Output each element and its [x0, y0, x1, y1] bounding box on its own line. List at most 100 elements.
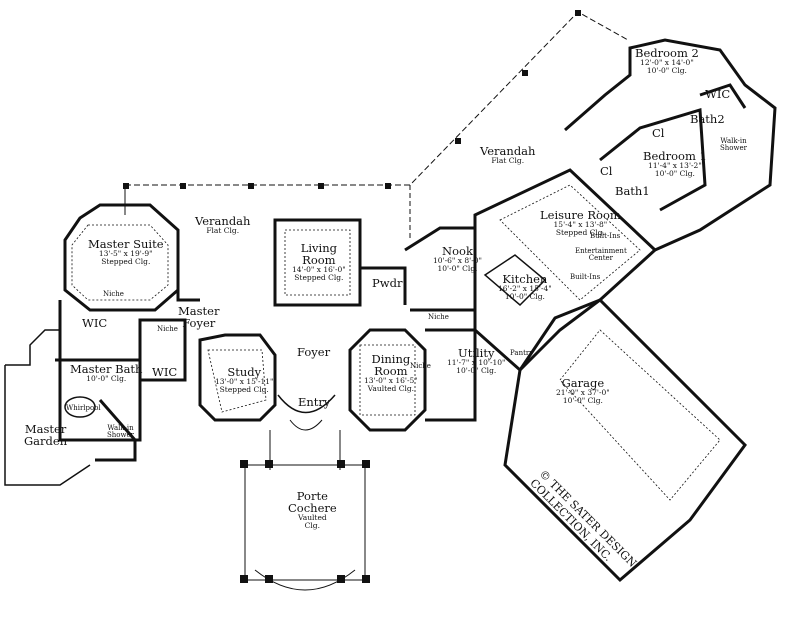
kitchen-walls — [473, 168, 658, 373]
verandah-outline — [125, 11, 629, 186]
master-garden-wall — [4, 329, 91, 486]
room-dims: 13'-0" x 15'-11" — [215, 377, 274, 387]
room-bedroom-2: Bedroom 2 12'-0" x 14'-0" 10'-0" Clg. — [635, 47, 699, 75]
room-dining: Dining Room 13'-0" x 16'-5" Vaulted Clg. — [364, 353, 418, 393]
room-ceiling: Stepped Clg. — [101, 256, 151, 266]
room-name: Garage — [561, 376, 605, 390]
room-name: Entry — [298, 395, 331, 409]
room-living: Living Room 14'-0" x 16'-0" Stepped Clg. — [292, 242, 346, 282]
walkin-shower-master: Walk-in Shower — [107, 424, 134, 440]
room-master-suite: Master Suite 13'-5" x 19'-9" Stepped Clg… — [88, 238, 164, 266]
room-master-bath: Master Bath 10'-0" Clg. — [70, 363, 142, 383]
note-line: Walk-in — [107, 424, 134, 432]
note-line: Entertainment — [575, 247, 627, 255]
room-name-line2: Foyer — [182, 316, 216, 331]
room-entry: Entry — [298, 396, 330, 408]
room-master-foyer: Master Foyer — [178, 305, 219, 329]
room-dims: 12'-0" x 14'-0" — [640, 58, 694, 68]
living-room-walls — [273, 218, 362, 307]
room-dims: 11'-7" x 10'-10" — [447, 358, 506, 368]
room-wic-master-2: WIC — [152, 366, 177, 378]
room-name: Leisure Room — [540, 208, 621, 222]
room-name: Bath1 — [615, 184, 650, 198]
room-ceiling: Flat Clg. — [206, 226, 240, 236]
room-wic-bedroom2: WIC — [705, 88, 730, 100]
room-ceiling: 10'-0" Clg. — [504, 291, 545, 301]
niche-dining-note: Niche — [410, 362, 431, 370]
room-dims: 21'-0" x 37'-0" — [556, 388, 610, 398]
room-ceiling: 10'-0" Clg. — [437, 263, 478, 273]
room-bedroom-1: Bedroom 1 11'-4" x 13'-2" 10'-0" Clg. — [643, 150, 707, 178]
room-name: Bedroom 2 — [635, 46, 699, 60]
garage-walls — [503, 298, 747, 583]
dining-walls — [348, 328, 427, 432]
note-line: Center — [588, 254, 614, 263]
niche-master-note: Niche — [103, 290, 124, 298]
room-pantry: Pantry — [510, 349, 534, 357]
room-closet-2: Cl — [600, 165, 612, 177]
room-ceiling: Vaulted — [298, 513, 327, 523]
room-name: Master — [24, 422, 67, 436]
master-bath-walls — [58, 358, 142, 442]
room-ceiling: Stepped Clg. — [219, 384, 269, 394]
room-study: Study 13'-0" x 15'-11" Stepped Clg. — [215, 366, 274, 394]
room-wic-master-1: WIC — [82, 317, 107, 329]
room-dims: 15'-4" x 13'-8" — [553, 220, 608, 230]
study-walls — [198, 333, 277, 422]
room-name-line2: Cochere — [288, 501, 337, 516]
room-name: WIC — [82, 316, 108, 330]
room-leisure: Leisure Room 15'-4" x 13'-8" Stepped Clg… — [540, 209, 621, 237]
room-garage: Garage 21'-0" x 37'-0" 10'-0" Clg. — [556, 377, 610, 405]
room-kitchen: Kitchen 16'-2" x 15'-4" 10'-0" Clg. — [498, 273, 552, 301]
room-name: Kitchen — [502, 272, 548, 286]
room-name: Verandah — [195, 214, 251, 228]
room-name: Bedroom 1 — [643, 149, 707, 163]
room-porte-cochere: Porte Cochere Vaulted Clg. — [288, 490, 337, 530]
room-verandah-upper: Verandah Flat Clg. — [480, 145, 535, 165]
room-dims: 13'-0" x 16'-5" — [364, 376, 418, 386]
room-powder: Pwdr — [372, 277, 402, 289]
bedroom-wing-walls — [564, 38, 777, 252]
room-name: Foyer — [297, 345, 331, 359]
room-dims: 14'-0" x 16'-0" — [292, 265, 346, 275]
room-ceiling-line2: Clg. — [304, 521, 320, 530]
room-dims: 13'-5" x 19'-9" — [98, 249, 153, 259]
room-name: Pwdr — [372, 276, 403, 290]
room-name: Cl — [600, 164, 613, 178]
room-ceiling: 10'-0" Clg. — [86, 374, 127, 384]
built-ins-note-1: Built-Ins — [590, 232, 621, 240]
room-ceiling: 10'-0" Clg. — [562, 395, 603, 405]
room-verandah-main: Verandah Flat Clg. — [195, 215, 250, 235]
room-bath1: Bath1 — [615, 185, 650, 197]
room-name: Nook — [442, 244, 473, 258]
room-dims: 16'-2" x 15'-4" — [498, 284, 552, 294]
room-name: Utility — [458, 346, 495, 360]
niche-foyer-note: Niche — [157, 325, 178, 333]
master-suite-walls — [63, 203, 180, 312]
note-line: Shower — [720, 144, 747, 153]
room-dims: 11'-4" x 13'-2" — [648, 161, 702, 171]
room-name: Verandah — [480, 144, 536, 158]
room-name: Dining — [371, 352, 411, 366]
room-name-line2: Room — [302, 253, 336, 268]
room-ceiling: Vaulted Clg. — [367, 384, 415, 393]
room-name: Cl — [652, 126, 665, 140]
note-line: Walk-in — [720, 137, 747, 145]
niche-nook-note: Niche — [428, 313, 449, 321]
room-closet-1: Cl — [652, 127, 664, 139]
room-name: Living — [300, 241, 337, 255]
room-name: Master Suite — [88, 237, 164, 251]
room-utility: Utility 11'-7" x 10'-10" 10'-0" Clg. — [447, 347, 506, 375]
whirlpool-note: Whirlpool — [66, 404, 101, 412]
room-ceiling: Stepped Clg. — [294, 273, 344, 282]
room-bath2: Bath2 — [690, 113, 725, 125]
kitchen-island — [483, 254, 547, 307]
room-ceiling: 10'-0" Clg. — [456, 365, 497, 375]
room-name-line2: Garden — [24, 434, 68, 449]
entertainment-center-note: Entertainment Center — [575, 247, 627, 263]
room-ceiling: 10'-0" Clg. — [646, 65, 687, 75]
room-dims: 10'-6" x 8'-0" — [433, 256, 482, 266]
room-name: WIC — [152, 365, 178, 379]
room-foyer: Foyer — [297, 346, 330, 358]
room-ceiling: 10'-0" Clg. — [654, 168, 695, 178]
